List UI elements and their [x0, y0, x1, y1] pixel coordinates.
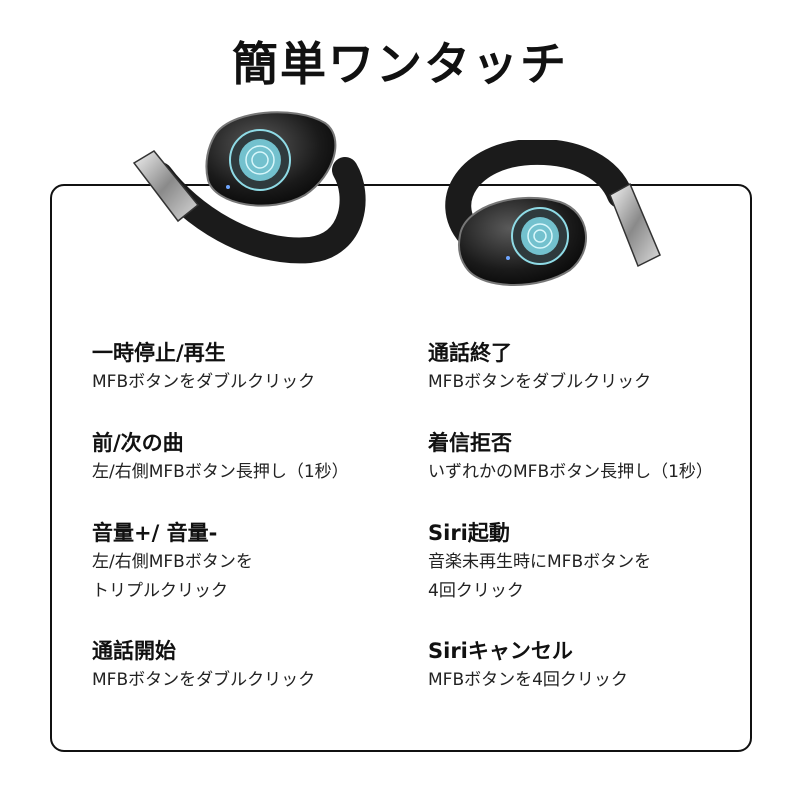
page-title: 簡単ワンタッチ	[232, 37, 568, 91]
control-prev-next-track: 前/次の曲 左/右側MFBボタン長押し（1秒）	[92, 430, 412, 487]
control-title: 音量+/ 音量-	[92, 521, 218, 545]
control-title: 一時停止/再生	[92, 341, 226, 365]
control-siri-start: Siri起動 音楽未再生時にMFBボタンを 4回クリック	[428, 520, 748, 606]
control-desc: 音楽未再生時にMFBボタンを	[428, 552, 652, 572]
control-siri-cancel: Siriキャンセル MFBボタンを4回クリック	[428, 638, 748, 695]
control-title: Siri起動	[428, 521, 510, 545]
left-earbud-icon	[132, 111, 366, 264]
control-desc: 左/右側MFBボタンを	[92, 552, 253, 572]
control-desc: トリプルクリック	[92, 581, 228, 601]
control-desc: いずれかのMFBボタン長押し（1秒）	[428, 462, 713, 482]
control-desc: MFBボタンをダブルクリック	[92, 372, 316, 392]
control-pause-play: 一時停止/再生 MFBボタンをダブルクリック	[92, 340, 412, 397]
control-desc: 左/右側MFBボタン長押し（1秒）	[92, 462, 349, 482]
control-end-call: 通話終了 MFBボタンをダブルクリック	[428, 340, 748, 397]
controls-panel	[50, 184, 752, 752]
control-title: Siriキャンセル	[428, 639, 573, 663]
control-desc: 4回クリック	[428, 581, 524, 601]
control-desc: MFBボタンをダブルクリック	[428, 372, 652, 392]
control-title: 通話終了	[428, 341, 512, 365]
control-title: 着信拒否	[428, 431, 512, 455]
right-earbud-icon	[445, 140, 661, 286]
control-desc: MFBボタンを4回クリック	[428, 670, 628, 690]
control-desc: MFBボタンをダブルクリック	[92, 670, 316, 690]
control-volume: 音量+/ 音量- 左/右側MFBボタンを トリプルクリック	[92, 520, 412, 606]
control-title: 前/次の曲	[92, 431, 184, 455]
control-title: 通話開始	[92, 639, 176, 663]
control-answer-call: 通話開始 MFBボタンをダブルクリック	[92, 638, 412, 695]
control-reject-call: 着信拒否 いずれかのMFBボタン長押し（1秒）	[428, 430, 748, 487]
